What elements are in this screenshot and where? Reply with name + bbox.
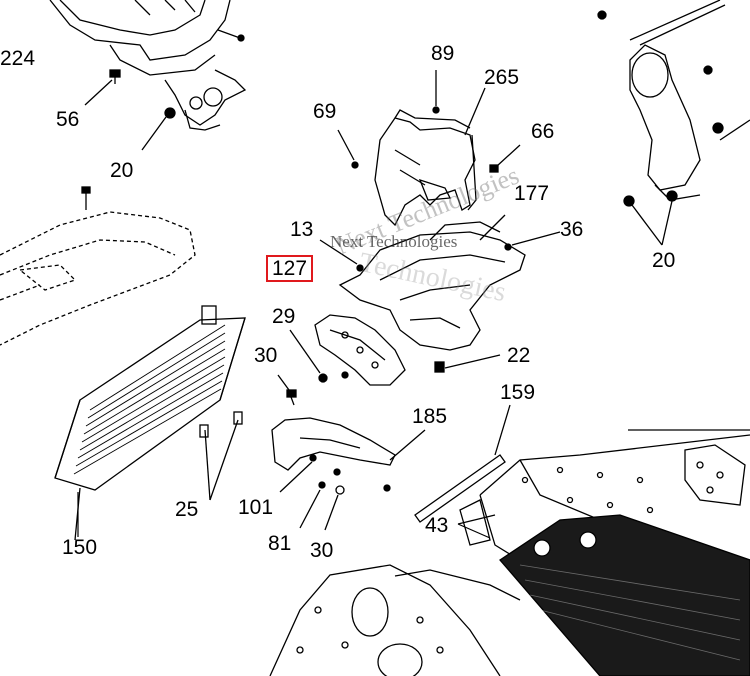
bracket-29	[289, 314, 406, 386]
mount-bracket-265	[337, 70, 521, 227]
callout-29[interactable]: 29	[272, 305, 296, 328]
callout-159[interactable]: 159	[500, 381, 536, 404]
callout-224[interactable]: 224	[0, 47, 36, 70]
callout-69[interactable]: 69	[313, 100, 337, 123]
callout-13[interactable]: 13	[290, 218, 314, 241]
callout-265[interactable]: 265	[484, 66, 520, 89]
callout-22[interactable]: 22	[507, 344, 531, 367]
frame-bracket-224	[49, 0, 247, 131]
callout-81[interactable]: 81	[268, 532, 292, 555]
callout-150[interactable]: 150	[62, 536, 98, 559]
callout-56[interactable]: 56	[56, 108, 80, 131]
bolt-skid	[81, 186, 91, 210]
callout-66[interactable]: 66	[531, 120, 555, 143]
callout-185[interactable]: 185	[412, 405, 448, 428]
bolt-30-upper	[277, 374, 297, 406]
callout-36[interactable]: 36	[560, 218, 584, 241]
callout-177[interactable]: 177	[514, 182, 550, 205]
nut-20-left	[141, 107, 176, 151]
right-upper-frame	[597, 0, 750, 246]
callout-25[interactable]: 25	[175, 498, 199, 521]
callout-30-lower[interactable]: 30	[310, 539, 334, 562]
bar-159	[414, 404, 511, 523]
callout-20-left[interactable]: 20	[110, 159, 134, 182]
bolt-22	[434, 354, 501, 373]
callout-101[interactable]: 101	[238, 496, 274, 519]
callout-89[interactable]: 89	[431, 42, 455, 65]
callout-127-highlighted[interactable]: 127	[265, 255, 314, 282]
bracket-185	[271, 417, 426, 492]
bolt-56	[84, 69, 121, 106]
callout-30-upper[interactable]: 30	[254, 344, 278, 367]
chassis-frame	[459, 429, 750, 676]
radiator-150	[54, 305, 246, 541]
center-bracket-assembly	[319, 214, 561, 351]
callout-43[interactable]: 43	[425, 514, 449, 537]
callout-20-right[interactable]: 20	[652, 249, 676, 272]
skid-plate-dashed	[0, 211, 196, 346]
fasteners-lower	[279, 461, 345, 531]
lower-plate	[269, 564, 521, 676]
